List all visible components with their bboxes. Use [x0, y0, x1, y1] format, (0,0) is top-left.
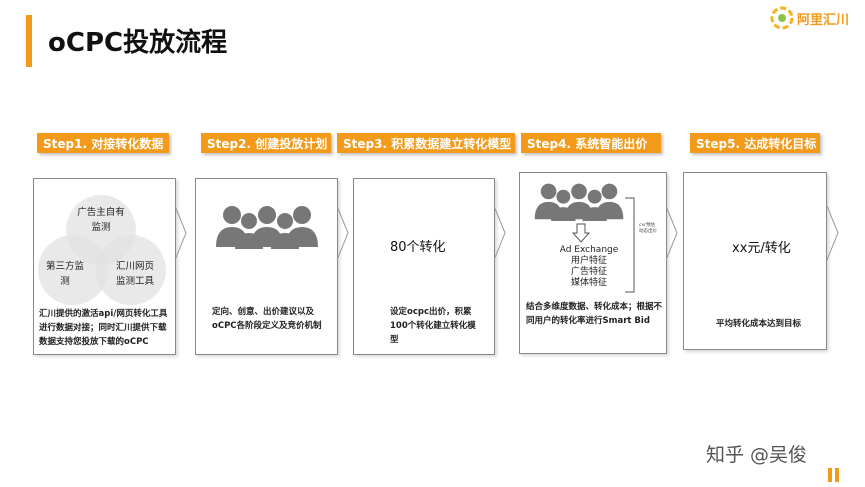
step5-arrow-icon	[826, 205, 839, 261]
bracket-line-icon	[625, 197, 635, 293]
venn-label-huichuan: 汇川网页 监测工具	[115, 261, 154, 287]
down-arrow-icon	[572, 223, 590, 243]
cvr-note: cvr预估 动态出价	[639, 223, 657, 234]
step1-label: Step1. 对接转化数据	[37, 133, 169, 153]
watermark-text: 知乎 @吴俊	[706, 444, 808, 466]
step4-description: 结合多维度数据、转化成本；根据不同用户的转化率进行Smart Bid	[526, 302, 663, 326]
feature-user: 用户特征	[570, 256, 607, 266]
ad-exchange-title: Ad Exchange	[559, 245, 619, 255]
step2-panel: 定向、创意、出价建议以及oCPC各阶段定义及竞价机制	[195, 178, 338, 355]
step5-label: Step5. 达成转化目标	[690, 133, 820, 153]
step4-panel: cvr预估 动态出价 Ad Exchange 用户特征 广告特征 媒体特征 结合…	[519, 172, 667, 354]
step4-label: Step4. 系统智能出价	[521, 133, 661, 153]
step2-description: 定向、创意、出价建议以及oCPC各阶段定义及竞价机制	[212, 307, 322, 331]
venn-label-third-party: 第三方监 测	[45, 261, 84, 287]
step1-description: 汇川提供的激活api/网页转化工具进行数据对接；同时汇川提供下载数据支持您投放下…	[39, 309, 168, 347]
title-accent-bar	[26, 15, 32, 67]
step3-arrow-icon	[493, 205, 506, 261]
ad-exchange-block: Ad Exchange 用户特征 广告特征 媒体特征	[552, 245, 626, 289]
brand-logo: 阿里汇川	[770, 6, 849, 30]
venn-label-self: 广告主自有 监测	[77, 207, 125, 233]
step5-panel: xx元/转化 平均转化成本达到目标	[683, 172, 827, 350]
logo-icon	[770, 6, 794, 30]
step3-description: 设定ocpc出价，积累100个转化建立转化模型	[390, 307, 476, 345]
people-group-icon	[534, 183, 624, 221]
step1-panel: 广告主自有 监测 第三方监 测 汇川网页 监测工具 汇川提供的激活api/网页转…	[33, 178, 176, 355]
people-group-icon	[216, 206, 318, 249]
step2-arrow-icon	[336, 205, 349, 261]
step5-description: 平均转化成本达到目标	[716, 319, 802, 329]
step3-value: 80个转化	[390, 240, 446, 255]
step4-arrow-icon	[665, 205, 678, 261]
step3-label: Step3. 积累数据建立转化模型	[337, 133, 515, 153]
step5-value: xx元/转化	[732, 241, 791, 256]
page-title: oCPC投放流程	[48, 28, 228, 58]
step2-label: Step2. 创建投放计划	[201, 133, 331, 153]
step3-panel: 80个转化 设定ocpc出价，积累100个转化建立转化模型	[353, 178, 495, 355]
feature-media: 媒体特征	[570, 278, 607, 288]
step1-arrow-icon	[174, 205, 187, 261]
venn-circle-right	[96, 235, 166, 305]
logo-text: 阿里汇川	[797, 12, 850, 28]
corner-decoration	[828, 468, 839, 482]
feature-ad: 广告特征	[570, 267, 607, 277]
